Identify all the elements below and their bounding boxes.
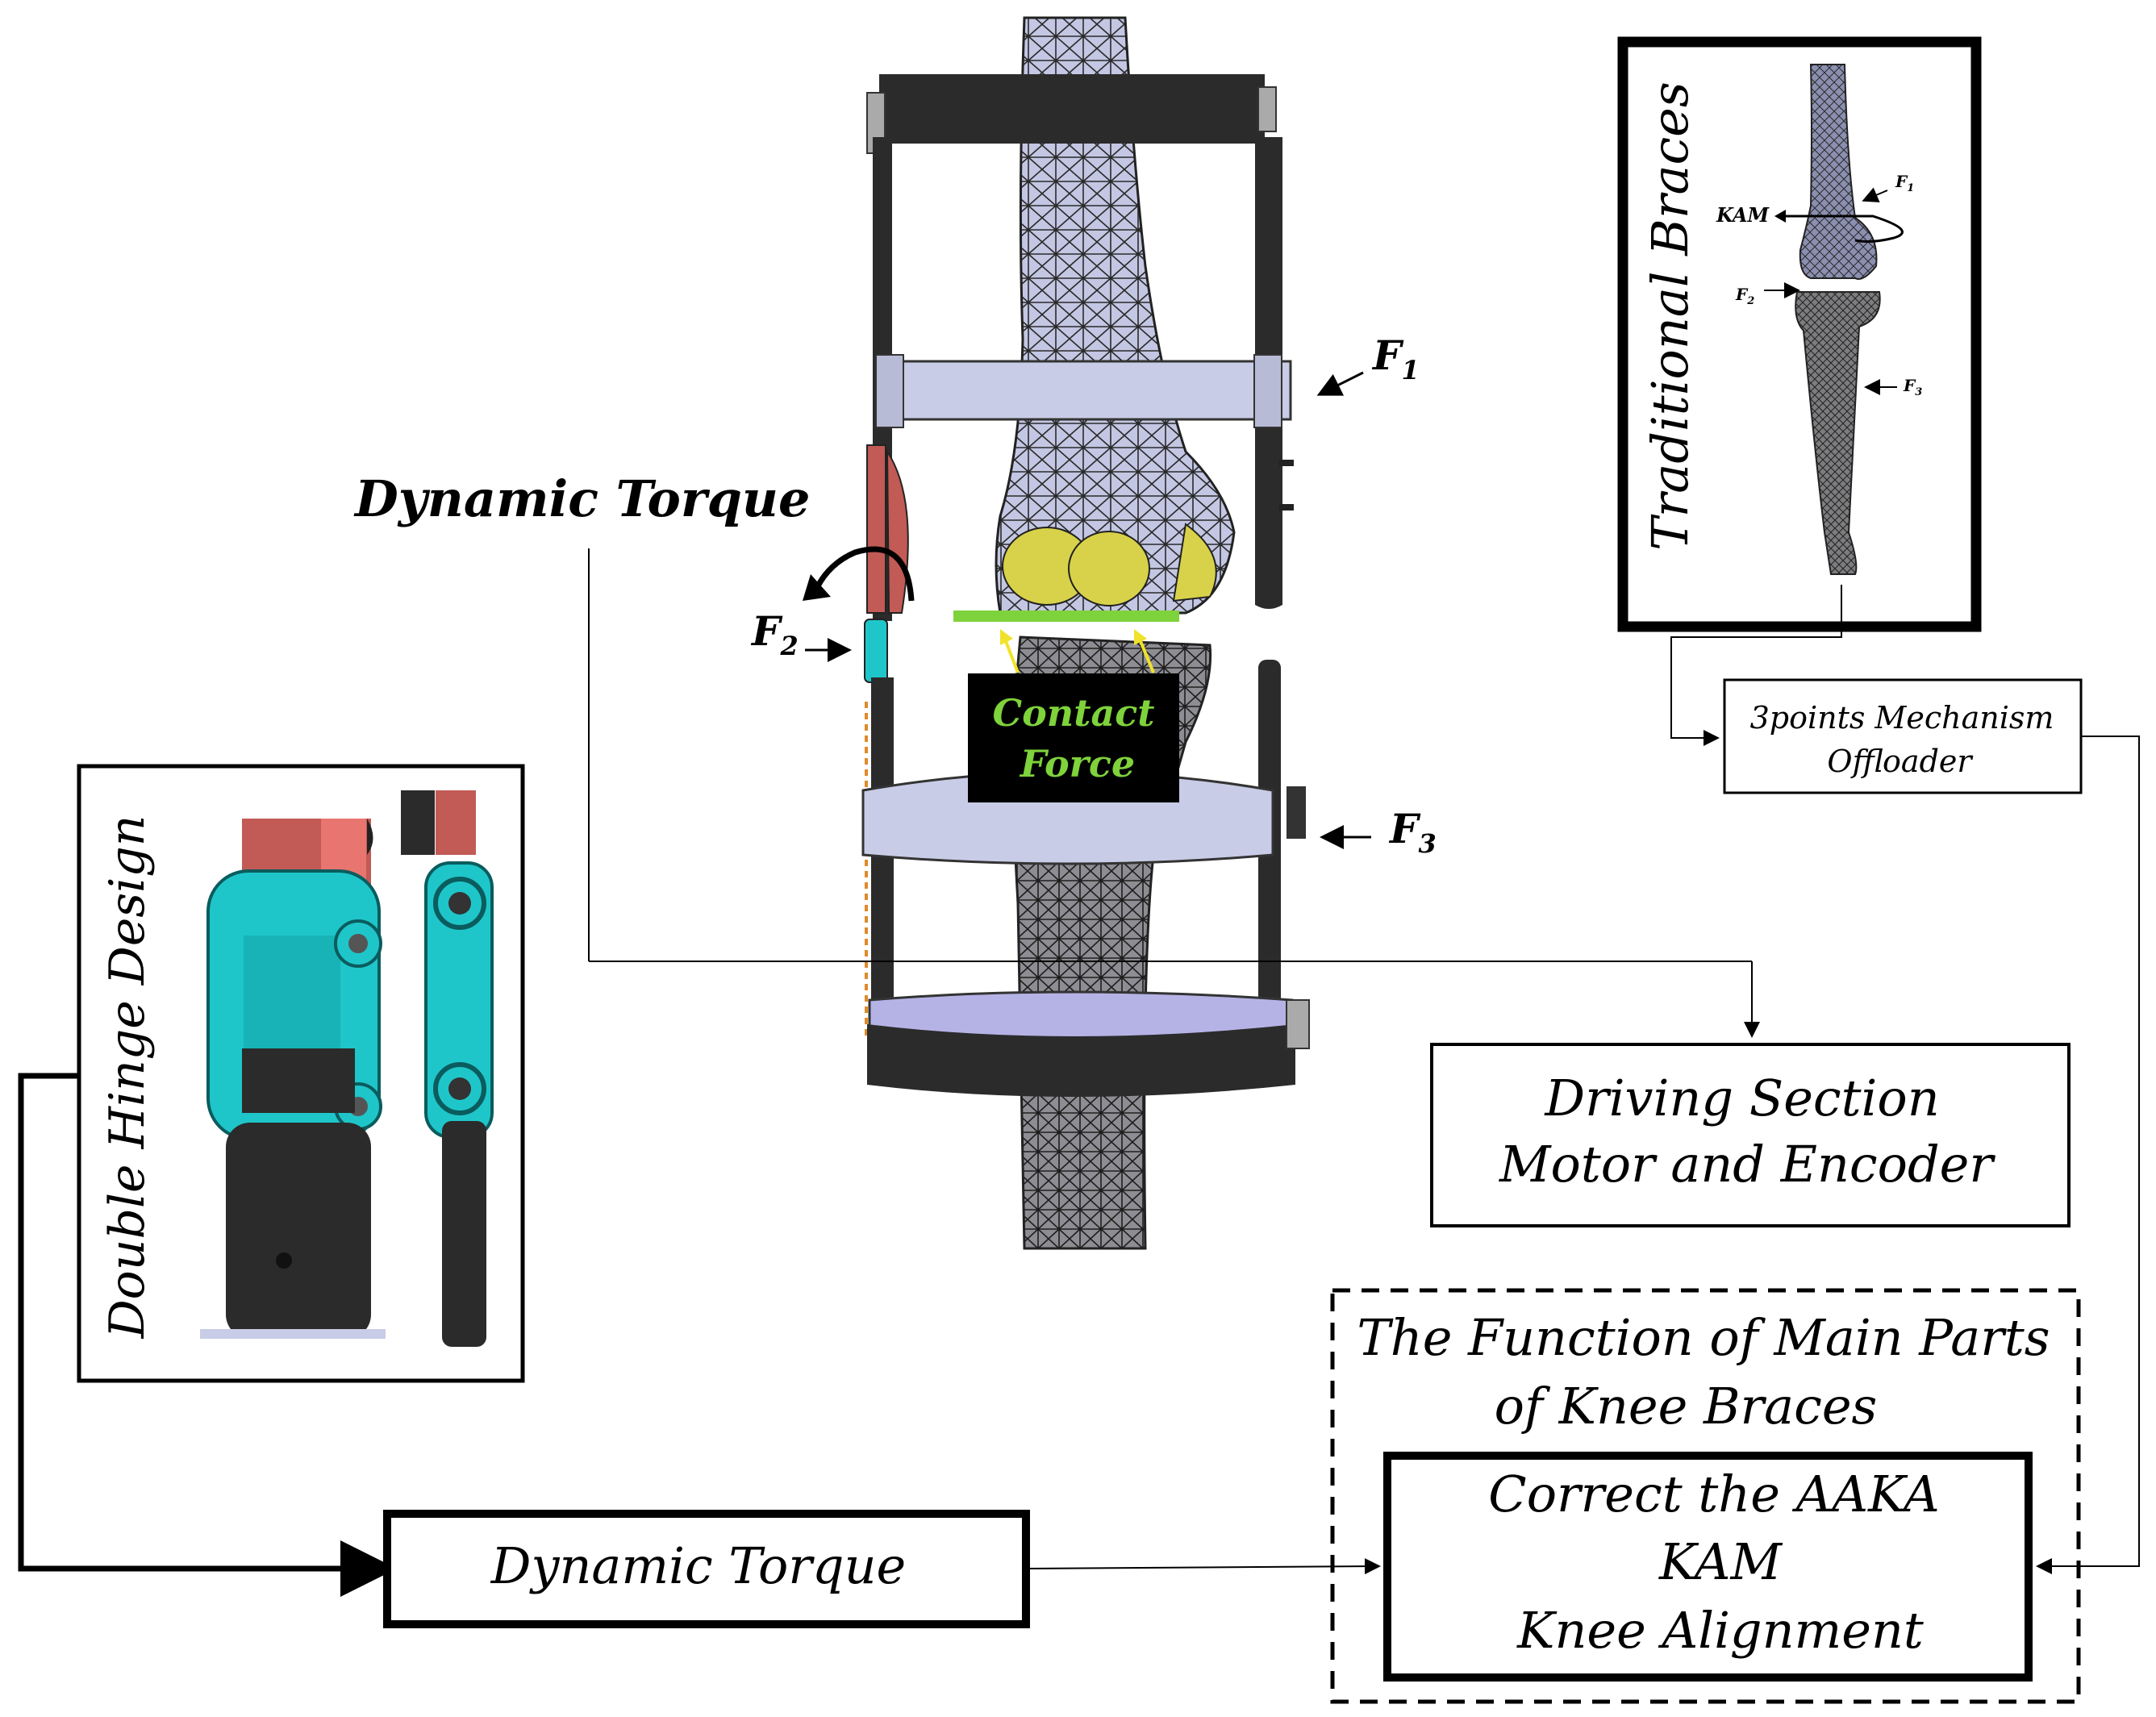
femur [995, 16, 1236, 615]
svg-text:F2: F2 [750, 607, 799, 661]
driving-section-box [1430, 1043, 2071, 1227]
brace-top-bar [879, 74, 1265, 144]
double-hinge-label: Double Hinge Design [99, 815, 156, 1340]
hinge-cyan-small [864, 619, 888, 683]
svg-text:F2: F2 [1735, 285, 1754, 307]
traditional-connector [1670, 585, 1842, 746]
correct-line2: KAM [1658, 1532, 1783, 1591]
left-upright-lower [871, 677, 894, 1048]
contact-force-line2: Force [1019, 742, 1135, 786]
correct-line1: Correct the AAKA [1488, 1465, 1939, 1523]
svg-text:F1: F1 [1895, 172, 1914, 194]
torque-to-correct-connector [1025, 1558, 1381, 1575]
three-points-line2: Offloader [1827, 744, 1974, 779]
dynamic-torque-box-label: Dynamic Torque [490, 1536, 907, 1595]
three-points-connector [2036, 736, 2140, 1574]
correct-line3: Knee Alignment [1516, 1601, 1924, 1660]
brace-model: Contact Force [803, 16, 1310, 1250]
f2-label: F2 [750, 607, 852, 662]
traditional-braces-panel: Traditional Braces KAM F1 F2 F3 [1617, 36, 1982, 632]
correct-box [1383, 1452, 2033, 1682]
hinge-upper-red [866, 444, 886, 614]
main-parts-line1: The Function of Main Parts [1357, 1308, 2050, 1367]
strap-upper [878, 360, 1292, 421]
cartilage-lateral [1068, 531, 1150, 606]
main-parts-line2: of Knee Braces [1495, 1377, 1878, 1436]
traditional-braces-label: Traditional Braces [1641, 81, 1699, 550]
f3-label: F3 [1320, 805, 1437, 859]
svg-text:F1: F1 [1371, 331, 1420, 385]
f1-label: F1 [1316, 331, 1420, 396]
torque-arrow [811, 546, 915, 602]
hinge-connector [18, 1073, 397, 1597]
driving-line2: Motor and Encoder [1499, 1135, 1995, 1194]
three-points-box [1723, 678, 2083, 794]
svg-text:F3: F3 [1388, 805, 1437, 859]
kam-label: KAM [1716, 203, 1770, 227]
strap-lower [867, 1024, 1295, 1097]
three-points-line1: 3points Mechanism [1750, 700, 2054, 736]
contact-force-box [968, 673, 1179, 802]
svg-text:F3: F3 [1903, 376, 1922, 398]
double-hinge-panel: Double Hinge Design [77, 764, 525, 1383]
dynamic-torque-title: Dynamic Torque [353, 469, 810, 528]
driving-line1: Driving Section [1544, 1069, 1939, 1127]
contact-force-line1: Contact [992, 691, 1154, 735]
dynamic-torque-box [383, 1510, 1030, 1628]
